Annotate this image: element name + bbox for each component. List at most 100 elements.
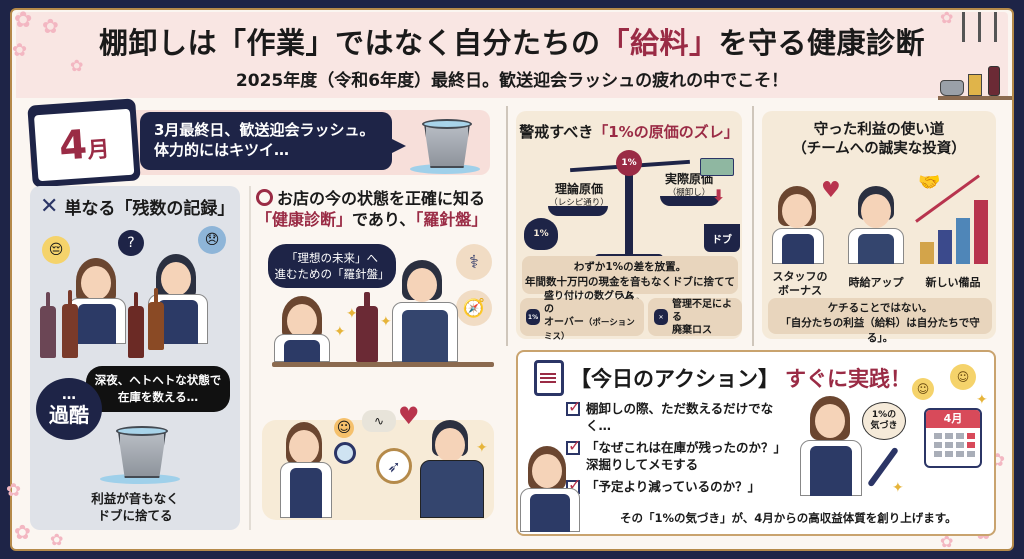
actual-cost-label: 実際原価 （棚卸し） bbox=[664, 172, 713, 198]
cost-note: わずか1%の差を放置。 年間数十万円の現金を音もなくドブに捨てている。 bbox=[522, 256, 738, 303]
circle-icon bbox=[256, 189, 273, 206]
staff-face bbox=[532, 454, 562, 488]
staff-face bbox=[815, 404, 845, 438]
manager-vest bbox=[402, 310, 448, 362]
staff-apron bbox=[290, 468, 322, 518]
calendar-icon: 4月 bbox=[27, 98, 141, 188]
harsh-thought-cloud: … 過酷 bbox=[36, 378, 102, 440]
title-accent: 「給料」 bbox=[600, 26, 719, 60]
cherry-blossom-icon: ✿ bbox=[42, 14, 59, 38]
chip-waste-loss: ✕ 管理不足による 廃棄ロス bbox=[648, 298, 742, 336]
compass-icon: 🧭 bbox=[456, 290, 492, 326]
compass-speech-bubble: 「理想の未来」へ 進むための「羅針盤」 bbox=[268, 244, 396, 288]
handshake-icon: 🤝 bbox=[918, 172, 941, 193]
profit-loss-caption: 利益が音もなく ドブに捨てる bbox=[91, 491, 179, 523]
counter-top bbox=[272, 362, 494, 367]
cherry-blossom-icon: ✿ bbox=[70, 56, 84, 75]
cherry-blossom-icon: ✿ bbox=[12, 40, 28, 61]
sparkle-icon: ✦ bbox=[892, 480, 904, 496]
one-percent-badge: 1% bbox=[616, 150, 642, 176]
sparkle-icon: ✦ bbox=[476, 440, 488, 456]
bonus-label: スタッフの ボーナス bbox=[772, 270, 828, 297]
title-band bbox=[16, 12, 1008, 98]
tired-staff-face bbox=[161, 262, 191, 296]
manager-vest bbox=[858, 234, 894, 264]
column-divider bbox=[506, 106, 508, 346]
staff-apron bbox=[782, 234, 814, 264]
tired-face-icon: 😞 bbox=[198, 226, 226, 254]
wine-bottle-icon bbox=[128, 292, 144, 358]
smiley-icon: ☺ bbox=[912, 378, 934, 400]
smiley-icon: ☺ bbox=[950, 364, 976, 390]
leaky-bucket-icon bbox=[118, 432, 166, 478]
staff-apron bbox=[284, 340, 320, 362]
manager-face bbox=[861, 194, 891, 228]
smile-bubble-icon: ☺ bbox=[334, 418, 354, 438]
action-item: 棚卸しの際、ただ数えるだけでなく… bbox=[566, 398, 796, 434]
wine-bottle-icon bbox=[148, 288, 164, 350]
card-mere-record-heading: ✕ 単なる「残数の記録」 bbox=[40, 194, 235, 219]
action-checklist: 棚卸しの際、ただ数えるだけでなく… 「なぜこれは在庫が残ったのか？」深掘りしてメ… bbox=[566, 398, 796, 500]
cherry-blossom-icon: ✿ bbox=[940, 532, 954, 551]
wine-bottle-icon bbox=[40, 292, 56, 358]
pot-icon bbox=[940, 80, 964, 96]
cherry-blossom-icon: ✿ bbox=[14, 520, 31, 544]
staff-apron bbox=[78, 304, 116, 344]
happy-staff-face bbox=[287, 304, 317, 338]
pocket-compass-icon: ➶ bbox=[376, 448, 412, 484]
magnifier-icon bbox=[334, 442, 356, 464]
money-bag-icon: 1% bbox=[524, 218, 558, 250]
action-footer: その「1%の気づき」が、4月からの高収益体質を創り上げます。 bbox=[620, 511, 957, 525]
late-night-speech-bubble: 深夜、ヘトヘトな状態で 在庫を数える… bbox=[86, 366, 230, 412]
staff-face bbox=[289, 430, 319, 464]
intro-speech-bubble: 3月最終日、歓送迎会ラッシュ。 体力的にはキツイ… bbox=[140, 112, 406, 170]
checkbox-checked-icon bbox=[566, 398, 581, 416]
wine-bottle-icon bbox=[356, 292, 378, 362]
bucket-rim bbox=[422, 119, 472, 129]
sparkle-icon: ✦ bbox=[380, 314, 392, 330]
heart-icon: ♥ bbox=[398, 402, 420, 430]
kitchen-shelf bbox=[938, 96, 1012, 100]
growth-chart-icon bbox=[915, 174, 988, 264]
balance-pan-left bbox=[548, 206, 608, 216]
arrow-down-icon: ⬇ bbox=[712, 186, 726, 205]
ladle-icon bbox=[962, 12, 965, 42]
sad-face-icon: 😔 bbox=[42, 236, 70, 264]
cherry-blossom-icon: ✿ bbox=[940, 8, 954, 27]
utensil-jar-icon bbox=[968, 74, 982, 96]
x-icon: ✕ bbox=[40, 194, 59, 219]
manager-face bbox=[407, 268, 437, 302]
balance-scale-post bbox=[625, 160, 633, 260]
cherry-blossom-icon: ✿ bbox=[6, 480, 22, 501]
water-puddle bbox=[100, 474, 180, 484]
card-today-action-heading: 【今日のアクション】すぐに実践！ bbox=[534, 360, 911, 396]
staff-face bbox=[782, 194, 812, 228]
cash-stack-icon bbox=[700, 158, 734, 176]
bucket-rim bbox=[116, 426, 168, 436]
staff-apron bbox=[158, 300, 198, 344]
chip-portion-miss: 1% 盛り付けの数グラムの オーバー（ポーションミス） bbox=[520, 291, 644, 342]
clipboard-checklist-icon bbox=[534, 360, 564, 396]
card-health-check-heading: お店の今の状態を正確に知る 「健康診断」であり、「羅針盤」 bbox=[256, 189, 488, 229]
manager-face bbox=[435, 428, 465, 462]
cherry-blossom-icon: ✿ bbox=[50, 530, 64, 549]
heartbeat-icon: ∿ bbox=[362, 410, 396, 432]
page-title: 棚卸しは「作業」ではなく自分たちの「給料」を守る健康診断 bbox=[98, 26, 926, 60]
page-subtitle: 2025年度（令和6年度）最終日。歓送迎会ラッシュの疲れの中でこそ！ bbox=[235, 71, 789, 91]
invest-note: ケチることではない。 「自分たちの利益（給料）は自分たちで守る」。 bbox=[768, 298, 992, 344]
trash-bin-icon: ✕ bbox=[654, 309, 668, 325]
spatula-icon bbox=[994, 12, 997, 42]
drain-bucket-icon: ドブ bbox=[704, 224, 740, 252]
water-puddle bbox=[410, 164, 480, 174]
wine-bottle-icon bbox=[62, 290, 78, 358]
sparkle-icon: ✦ bbox=[346, 306, 358, 322]
new-equipment-label: 新しい備品 bbox=[925, 276, 981, 289]
card-cost-heading: 警戒すべき「1%の原価のズレ」 bbox=[519, 123, 739, 141]
column-divider bbox=[752, 106, 754, 346]
column-divider bbox=[249, 186, 251, 530]
manager-suit bbox=[420, 460, 484, 518]
sparkle-icon: ✦ bbox=[334, 324, 346, 340]
spoon-icon bbox=[978, 12, 981, 42]
wine-bottle-icon bbox=[988, 66, 1000, 96]
heart-icon: ♥ bbox=[821, 178, 841, 203]
